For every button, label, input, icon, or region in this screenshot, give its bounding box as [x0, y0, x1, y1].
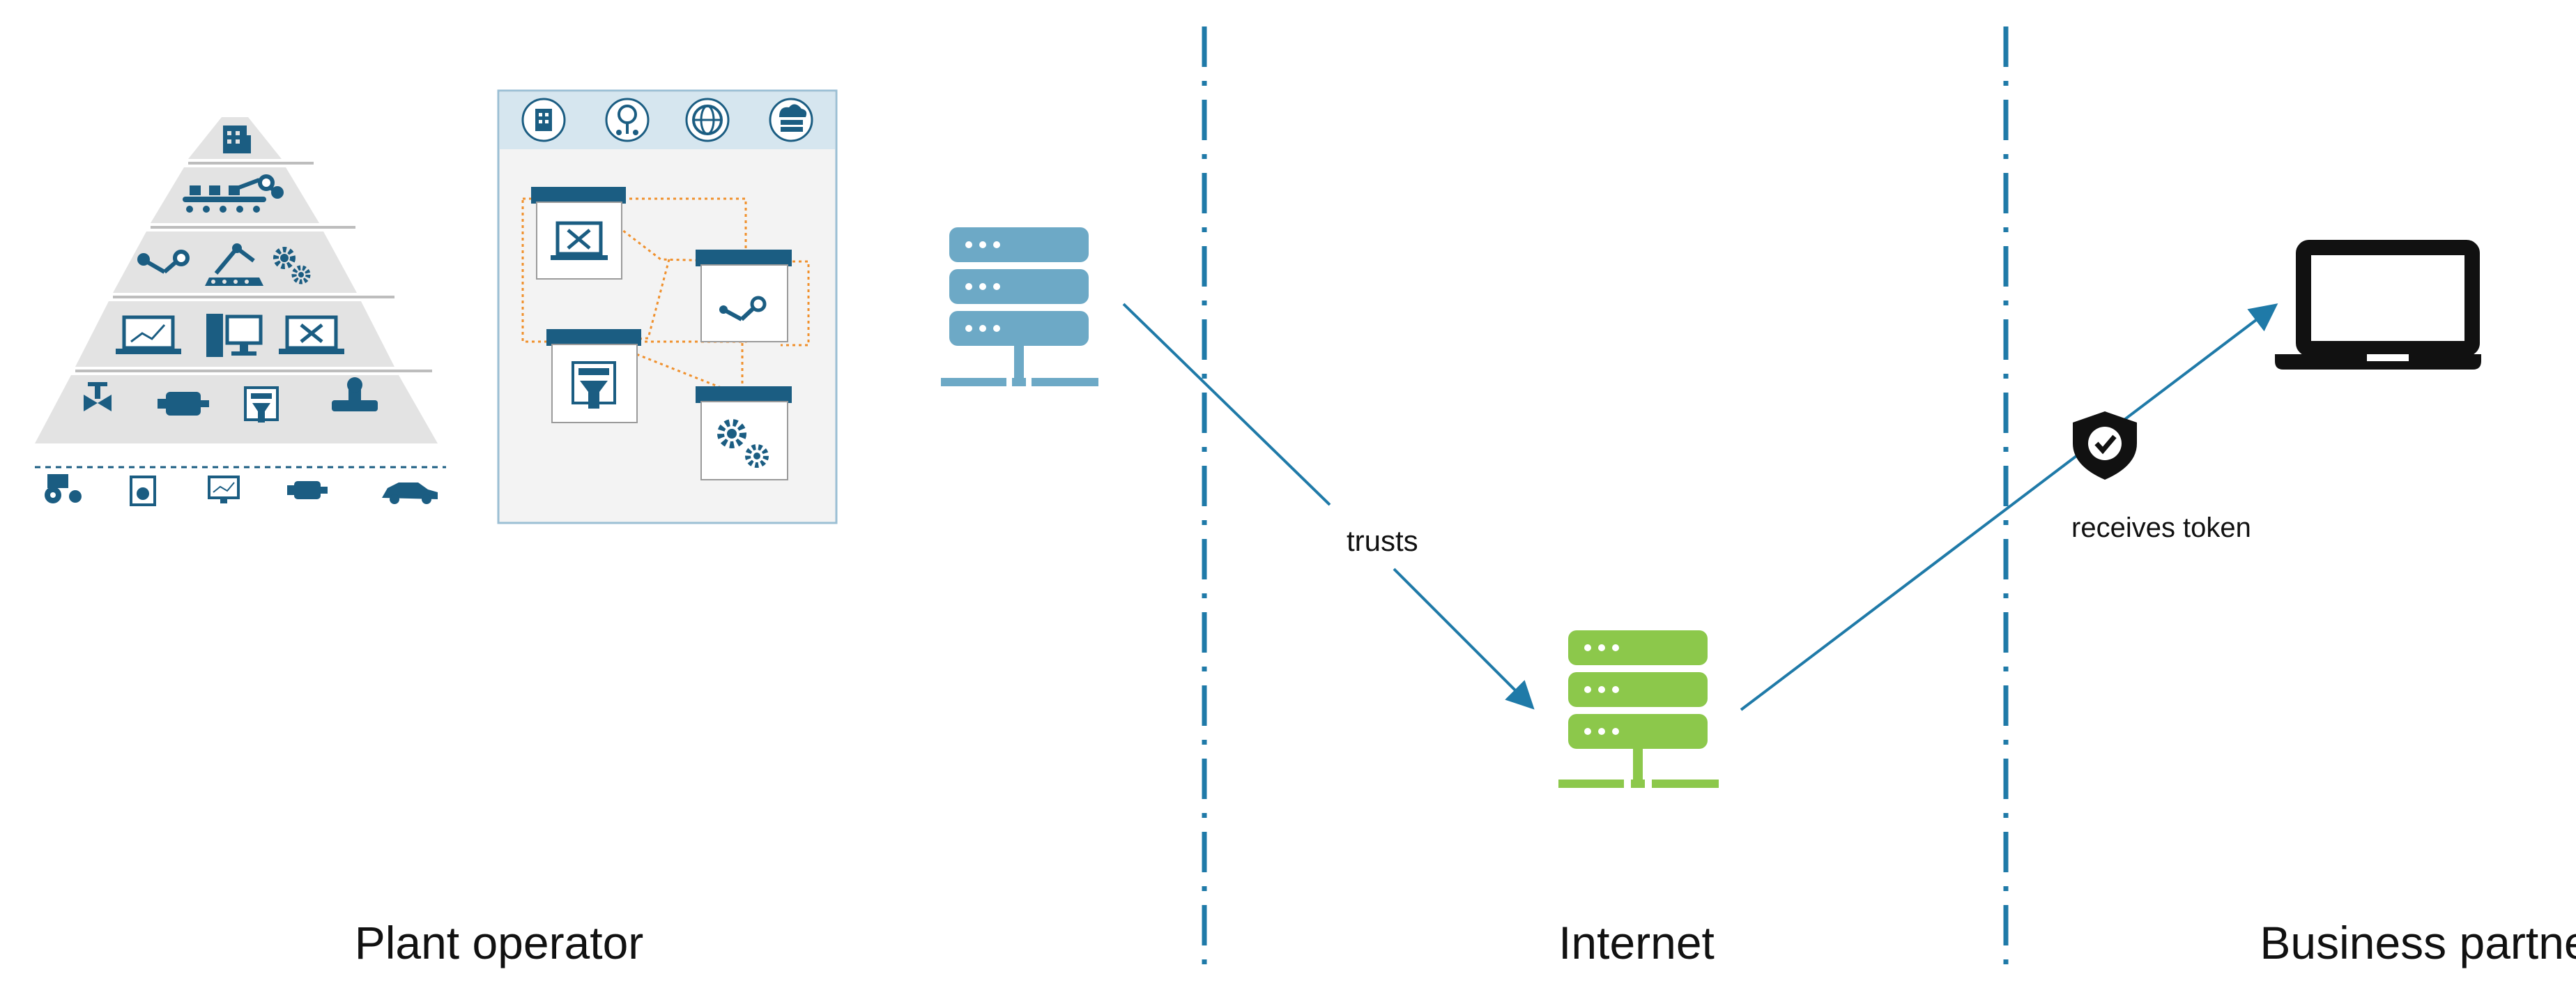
washer-icon: [130, 476, 156, 506]
trust-arrow: [1122, 303, 1535, 710]
gear-icon: [273, 247, 311, 284]
network-icon: [605, 98, 650, 142]
shield-check-icon: [2073, 411, 2137, 480]
plant-server-icon: [941, 227, 1098, 386]
car-icon: [382, 482, 438, 504]
internet-label: Internet: [1558, 917, 1715, 968]
module-tools: [531, 187, 626, 280]
desktop-icon: [206, 314, 263, 357]
robot-arm-icon: [236, 174, 284, 199]
engineering-panel: [497, 89, 838, 524]
module-gears: [696, 386, 792, 480]
engine-icon: [287, 481, 328, 499]
automation-pyramid: [35, 117, 446, 506]
module-panel: [546, 329, 641, 423]
token-arrow: [1740, 303, 2278, 711]
tractor-icon: [45, 474, 82, 503]
conveyor-icon: [205, 243, 263, 286]
internet-server-icon: [1558, 630, 1719, 788]
monitor-icon: [208, 476, 240, 503]
laptop-icon: [2275, 240, 2481, 370]
module-robot: [696, 250, 792, 342]
valve-icon: [84, 382, 112, 411]
motor-icon: [158, 392, 209, 416]
receives-token-label: receives token: [2071, 512, 2251, 543]
robot-arm-icon: [137, 250, 190, 274]
building-icon: [223, 126, 251, 153]
panel-icon: [244, 386, 279, 423]
pipe-icon: [332, 377, 378, 411]
trusts-label: trusts: [1347, 524, 1418, 557]
globe-icon: [685, 98, 730, 142]
cloud-server-icon: [769, 98, 813, 142]
laptop-tools-icon: [279, 315, 344, 354]
laptop-chart-icon: [116, 315, 181, 354]
plant-operator-label: Plant operator: [355, 917, 644, 968]
building-icon: [521, 98, 566, 142]
business-partner-label: Business partner: [2260, 917, 2576, 968]
